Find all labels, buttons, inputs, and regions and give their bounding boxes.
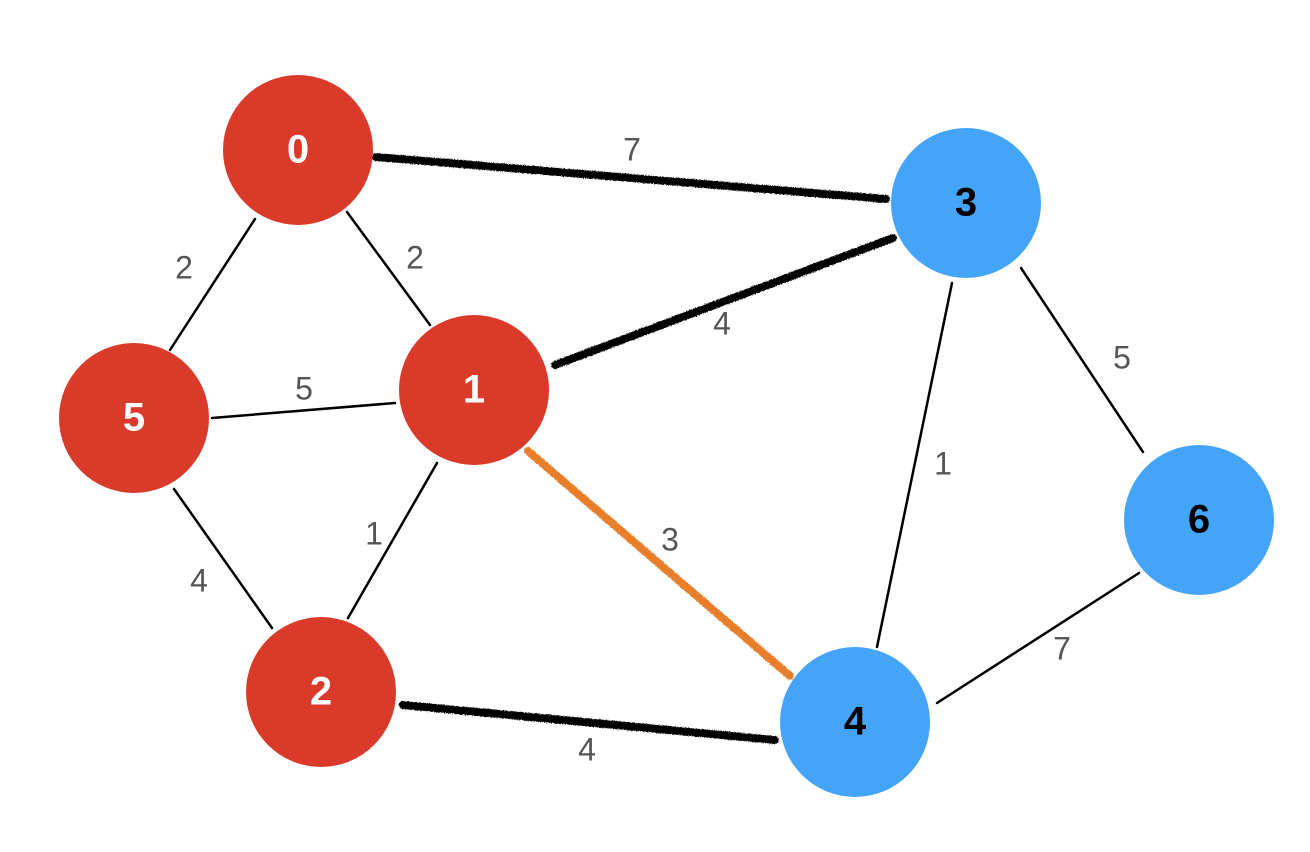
edge-1-2	[346, 461, 439, 620]
node-2: 2	[246, 617, 396, 767]
edge-5-2	[172, 487, 274, 630]
edge-weight-3-4: 1	[934, 445, 952, 481]
node-circle-3	[891, 128, 1041, 278]
node-circle-2	[246, 617, 396, 767]
node-label-6: 6	[1188, 498, 1210, 542]
edge-0-3	[372, 153, 890, 203]
edge-5-1	[210, 401, 397, 420]
node-label-0: 0	[287, 128, 309, 172]
edge-weight-0-5: 2	[175, 249, 193, 285]
edge-weight-0-1: 2	[406, 239, 424, 275]
edge-weight-4-6: 7	[1053, 630, 1071, 666]
node-1: 1	[399, 315, 549, 465]
edge-weight-5-2: 4	[190, 562, 208, 598]
nodes-layer: 0 1 2 3 4 5 6	[59, 75, 1274, 797]
node-3: 3	[891, 128, 1041, 278]
edge-weight-0-3: 7	[623, 131, 641, 167]
edge-1-4	[524, 447, 794, 680]
edge-weight-1-2: 1	[365, 515, 383, 551]
node-circle-1	[399, 315, 549, 465]
edges-layer	[168, 153, 1145, 744]
node-label-5: 5	[123, 396, 145, 440]
edge-weight-2-4: 4	[578, 731, 596, 767]
edge-3-6	[1019, 266, 1145, 454]
edge-weight-5-1: 5	[295, 370, 313, 406]
node-circle-6	[1124, 445, 1274, 595]
edge-4-6	[935, 571, 1141, 705]
node-circle-4	[780, 647, 930, 797]
node-label-2: 2	[310, 670, 332, 714]
node-6: 6	[1124, 445, 1274, 595]
edge-1-3	[551, 234, 897, 369]
node-0: 0	[223, 75, 373, 225]
node-circle-5	[59, 343, 209, 493]
edge-3-4	[875, 281, 954, 649]
edge-weight-1-3: 4	[713, 305, 731, 341]
edge-0-5	[168, 217, 257, 352]
edge-2-4	[399, 701, 779, 744]
node-label-1: 1	[463, 368, 485, 412]
node-label-3: 3	[955, 181, 977, 225]
weights-layer: 7 4 4 3 2 2 5 4 1 1 5 7	[175, 131, 1131, 767]
node-label-4: 4	[844, 700, 867, 744]
node-5: 5	[59, 343, 209, 493]
edge-weight-3-6: 5	[1113, 339, 1131, 375]
edge-weight-1-4: 3	[661, 521, 679, 557]
node-4: 4	[780, 647, 930, 797]
node-circle-0	[223, 75, 373, 225]
edge-0-1	[345, 210, 432, 327]
